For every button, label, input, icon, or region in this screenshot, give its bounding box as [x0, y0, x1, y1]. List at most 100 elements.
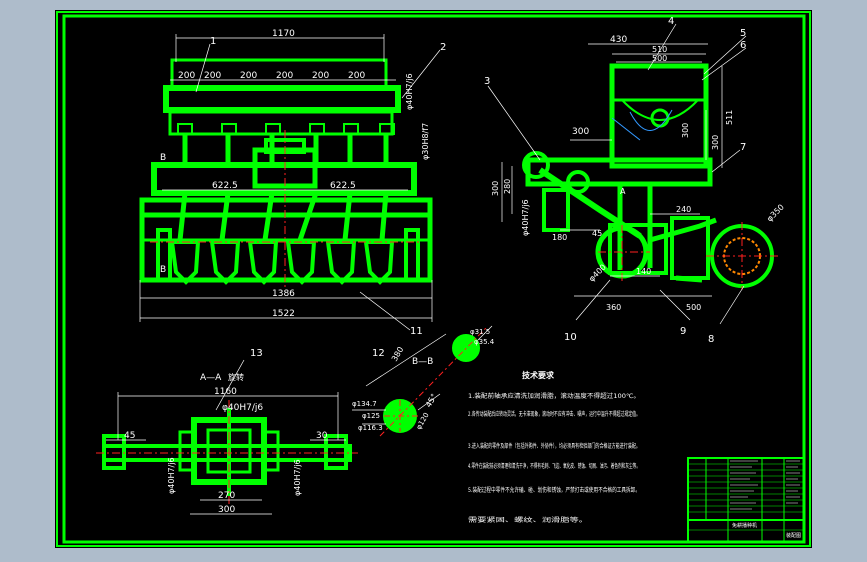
front-dimension-lines — [139, 34, 441, 331]
front-view — [139, 58, 433, 285]
bb-dim-35-4: φ35.4 — [474, 338, 495, 346]
side-dim-height-3: 300 — [681, 123, 690, 138]
front-dim-spacings: 200 200 200 200 200 200 — [178, 71, 365, 81]
part-number: 12 — [372, 348, 385, 359]
tech-req-item: 2.各传动装配后应转动灵活，无卡滞现象，滚动时不应有冲击、噪声，运行中温升不得超… — [468, 410, 640, 418]
aa-collar-left — [178, 430, 196, 472]
outer-border — [56, 11, 811, 547]
section-mark-a: A — [620, 187, 626, 196]
part-number-callouts: 1 2 3 4 5 6 7 8 9 10 11 12 13 — [210, 16, 746, 359]
part-number: 3 — [484, 76, 490, 87]
side-hidden-lines — [611, 109, 673, 141]
aa-dimension-lines — [106, 359, 346, 515]
side-dim-240: 240 — [676, 205, 691, 214]
tech-req-item: 需要紧固、螺纹、润滑脂等。 — [468, 516, 588, 524]
shoe-foot — [675, 275, 703, 283]
front-post-left — [156, 228, 172, 282]
aa-fit-left: φ40H7/j6 — [167, 457, 176, 494]
aa-left-end — [102, 434, 126, 470]
part-number: 9 — [680, 326, 686, 337]
side-dimension-lines — [487, 23, 747, 325]
side-dim-360: 360 — [606, 303, 621, 312]
part-number: 1 — [210, 36, 216, 47]
part-number: 5 — [740, 28, 746, 39]
part-number: 2 — [440, 42, 446, 53]
aa-rotated-label: 旋转 — [228, 372, 244, 382]
seed-openers — [177, 135, 389, 241]
side-dim-430: 430 — [610, 35, 627, 45]
aa-dim-1160: 1160 — [214, 387, 237, 397]
part-number: 7 — [740, 142, 746, 153]
depth-block — [542, 188, 570, 232]
bb-dimension-lines — [352, 325, 493, 425]
side-dim-height-1: 300 — [711, 135, 720, 150]
front-fit-label-2: φ30H8/f7 — [421, 123, 430, 160]
title-block — [687, 457, 805, 543]
front-dim-spacing: 200 — [276, 71, 293, 81]
bb-dim-125: φ125 — [362, 412, 380, 420]
aa-dim-270: 270 — [218, 491, 235, 501]
side-dim-511: 511 — [725, 110, 734, 125]
part-number: 11 — [410, 326, 423, 337]
section-mark-b-right: B — [160, 265, 166, 275]
bb-dim-134-7: φ134.7 — [352, 400, 377, 408]
front-dim-622-left: 622.5 — [212, 181, 238, 191]
front-dim-1522: 1522 — [272, 309, 295, 319]
technical-requirements: 技术要求 1.装配前轴承应清洗加润滑脂，滚动温度不得超过100℃。 2.各传动装… — [468, 370, 640, 524]
part-number: 8 — [708, 334, 714, 345]
side-dim-left-300: 300 — [491, 181, 500, 196]
side-centerlines — [598, 222, 778, 290]
inner-frame — [62, 14, 806, 544]
side-dim-510: 510 — [652, 45, 667, 54]
front-pivot — [522, 151, 550, 179]
side-dim-500: 500 — [652, 54, 667, 63]
meter-units — [177, 123, 395, 135]
front-dim-spacing: 200 — [178, 71, 195, 81]
side-dim-500-bottom: 500 — [686, 303, 701, 312]
tech-req-item: 4.零件在装配前必须清理和清洗干净，不得有毛刺、飞边、氧化皮、锈蚀、切屑、油污、… — [468, 462, 640, 470]
title-block-type: 装配图 — [786, 532, 801, 539]
part-number: 4 — [668, 16, 674, 27]
front-dim-spacing: 200 — [240, 71, 257, 81]
front-post-right — [404, 228, 420, 282]
part-number: 10 — [564, 332, 577, 343]
aa-fit-top: φ40H7/j6 — [222, 403, 263, 413]
front-dim-1170: 1170 — [272, 29, 295, 39]
aa-collar-right — [262, 430, 280, 472]
bb-dim-116-3: φ116.3 — [358, 424, 383, 432]
section-mark-b-left: B — [160, 153, 166, 163]
front-dim-622-right: 622.5 — [330, 181, 356, 191]
title-block-name: 免耕播种机 — [732, 522, 757, 529]
tech-req-item: 1.装配前轴承应清洗加润滑脂，滚动温度不得超过100℃。 — [468, 392, 640, 400]
side-dim-fit: φ40H7/j6 — [521, 199, 530, 236]
bb-centerlines — [379, 327, 487, 437]
press-wheel-arm — [649, 217, 717, 243]
side-dim-left-280: 280 — [503, 179, 512, 194]
aa-fit-right: φ40H7/j6 — [293, 459, 302, 496]
front-mid-frame — [151, 162, 417, 196]
side-dim-180: 180 — [552, 233, 567, 242]
front-fit-label: φ40H7/j6 — [405, 73, 414, 110]
front-hopper-bar — [163, 85, 401, 113]
front-dim-spacing: 200 — [312, 71, 329, 81]
aa-title: A—A — [200, 373, 222, 383]
tech-req-item: 5.装配过程中零件不允许磕、碰、划伤和锈蚀，严禁打击或使用不合格的工具拆卸。 — [468, 486, 640, 494]
side-dim-300: 300 — [572, 127, 589, 137]
front-dim-1386: 1386 — [272, 289, 295, 299]
side-dim-45: 45 — [592, 229, 602, 238]
side-dim-140: 140 — [636, 267, 651, 276]
part-number: 6 — [740, 40, 746, 51]
aa-dim-300: 300 — [218, 505, 235, 515]
aa-centerlines — [96, 400, 358, 505]
front-dim-spacing: 200 — [204, 71, 221, 81]
tech-req-item: 3.进入装配的零件及部件（包括外购件、外协件），均必须具有检验部门的合格证方能进… — [468, 442, 640, 450]
bb-title: B—B — [412, 357, 433, 367]
bb-dim-31-5: φ31.5 — [470, 328, 490, 336]
front-centerlines — [150, 130, 422, 290]
part-number: 13 — [250, 348, 263, 359]
aa-dim-45: 45 — [124, 431, 135, 441]
front-dim-spacing: 200 — [348, 71, 365, 81]
tech-req-title: 技术要求 — [522, 370, 555, 380]
